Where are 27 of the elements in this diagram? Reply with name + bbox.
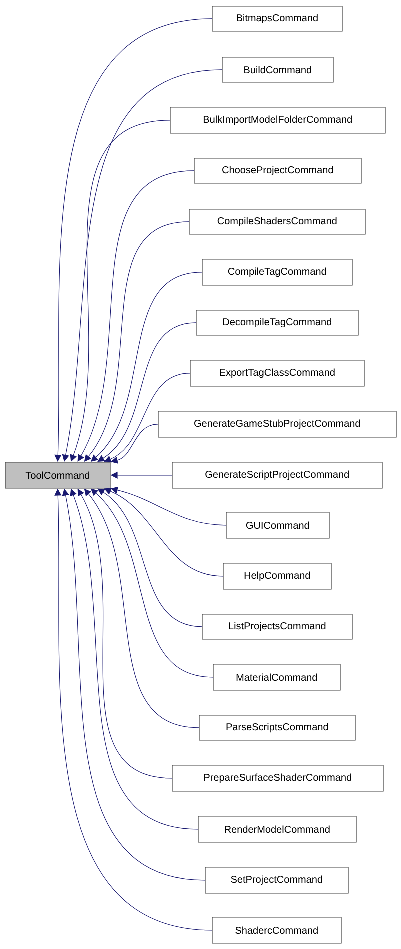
class-box: HelpCommand <box>223 563 332 590</box>
inheritance-arrow <box>78 170 194 462</box>
class-box: BulkImportModelFolderCommand <box>170 107 386 134</box>
class-box: GenerateScriptProjectCommand <box>172 462 383 489</box>
inheritance-arrow <box>98 488 202 628</box>
class-box: ListProjectsCommand <box>202 614 353 640</box>
class-box: SetProjectCommand <box>205 867 349 894</box>
class-box: GenerateGameStubProjectCommand <box>158 411 397 438</box>
class-box: RenderModelCommand <box>198 816 357 843</box>
class-box: BitmapsCommand <box>212 6 343 32</box>
class-box: GUICommand <box>226 512 330 539</box>
inheritance-arrow <box>84 222 190 462</box>
class-box: DecompileTagCommand <box>196 310 359 336</box>
inheritance-arrow <box>62 70 222 462</box>
inheritance-arrow <box>70 120 170 462</box>
class-box: ParseScriptsCommand <box>199 715 356 741</box>
class-box: ExportTagClassCommand <box>190 360 365 387</box>
base-class-box: ToolCommand <box>5 462 111 489</box>
inheritance-arrow <box>54 18 212 462</box>
class-box: MaterialCommand <box>213 664 341 691</box>
class-box: ChooseProjectCommand <box>194 158 362 184</box>
inheritance-arrow <box>98 322 196 462</box>
class-box: CompileTagCommand <box>202 259 353 286</box>
class-box: ShadercCommand <box>212 917 342 944</box>
class-box: PrepareSurfaceShaderCommand <box>172 765 384 792</box>
class-box: CompileShadersCommand <box>189 209 366 235</box>
class-box: BuildCommand <box>222 57 334 83</box>
